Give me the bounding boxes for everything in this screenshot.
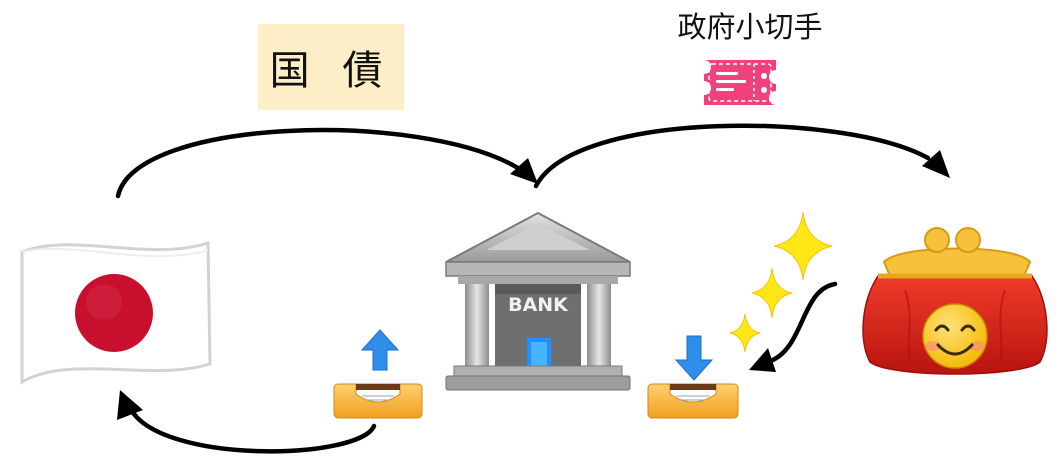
inbox-tray-icon: [647, 335, 739, 419]
government-bond-label: 国 債: [258, 24, 404, 110]
smiling-face-icon: [922, 303, 988, 369]
government-check-label: 政府小切手: [677, 10, 823, 44]
arrow-flag-to-bank: [115, 127, 521, 199]
arrowhead-inbox: [749, 348, 776, 372]
bank-sign-label: BANK: [508, 294, 569, 316]
arrow-purse-to-inbox: [765, 281, 838, 365]
japan-flag-icon: [20, 240, 212, 385]
arrowhead-flag: [117, 390, 143, 420]
government-bond-text: 国 債: [269, 48, 393, 94]
ticket-icon: [704, 60, 776, 105]
arrow-outbox-to-flag: [127, 405, 377, 454]
outbox-tray-icon: [333, 329, 423, 419]
sparkles-icon: [729, 211, 833, 353]
bank-icon: [445, 211, 631, 391]
arrow-bank-to-purse: [533, 123, 931, 189]
arrowhead-purse: [922, 150, 950, 178]
arrow-heads: [117, 150, 950, 420]
purse-icon: [862, 227, 1048, 375]
flow-arrows: [115, 123, 931, 454]
arrowhead-bank: [510, 158, 538, 184]
